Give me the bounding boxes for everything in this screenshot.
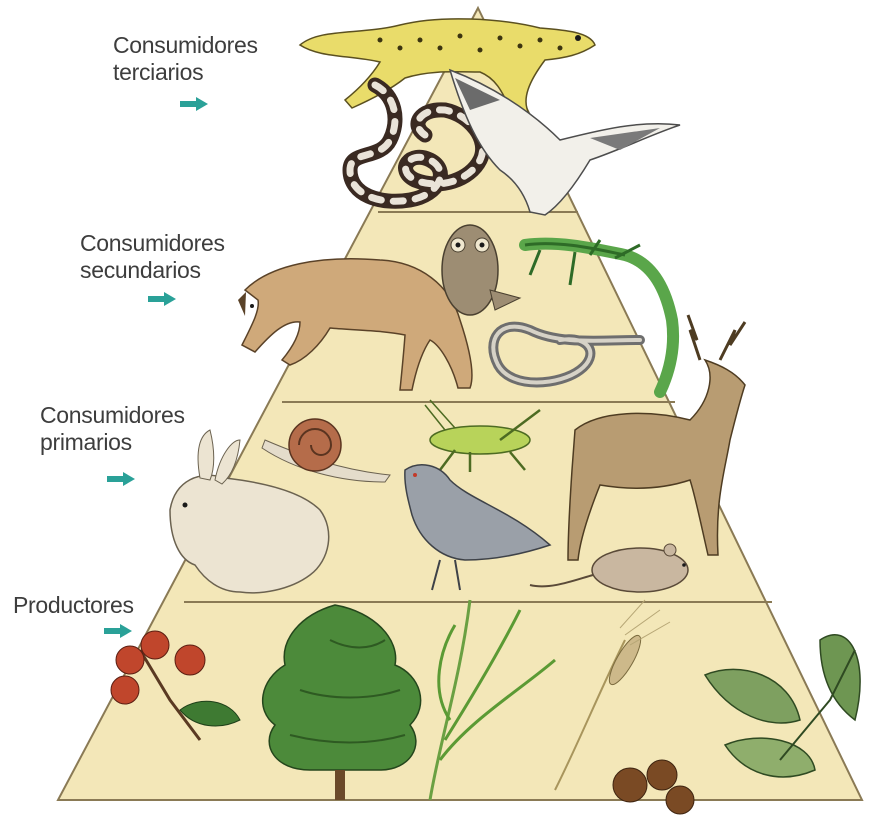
level-label-tertiary: Consumidores terciarios [113, 32, 258, 86]
teal-arrow-icon [180, 97, 208, 111]
level-label-producers: Productores [13, 592, 134, 619]
level-label-primary: Consumidores primarios [40, 402, 185, 456]
level-label-secondary: Consumidores secundarios [80, 230, 225, 284]
teal-arrow-icon [148, 292, 176, 306]
teal-arrow-icon [104, 624, 132, 638]
teal-arrow-icon [107, 472, 135, 486]
